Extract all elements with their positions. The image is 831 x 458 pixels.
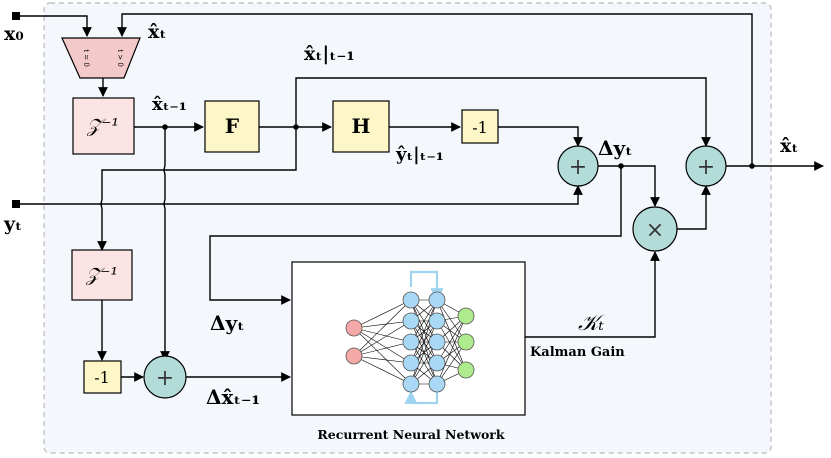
wire-xpred-delay [97,127,297,251]
junctions [162,124,755,169]
rnn-neuron-hidden-a [402,312,420,330]
rnn-edge [353,320,412,329]
label-kalman-gain: Kalman Gain [530,345,625,360]
wire-sum1-mult [598,165,660,207]
wire-xhat-feedback [117,13,753,164]
rnn-edge [353,299,412,357]
sum-node-state-diff-symbol: + [156,366,174,391]
rnn-edge [353,355,412,364]
rnn-neuron-hidden-b [428,312,446,330]
sum-node-state-diff [143,355,187,399]
rnn-edge [410,299,438,364]
delay-block-top-label: 𝒵⁻¹ [86,115,119,137]
neg1-block-top [461,109,499,144]
multiply-node-symbol: × [646,218,664,243]
rnn-edge [436,315,467,364]
label-delta-y-left: Δyₜ [210,311,245,335]
initial-switch: t = 0 t > 0 [61,37,141,79]
label-rnn: Recurrent Neural Network [317,427,504,442]
label-output: x̂ₜ [780,135,798,157]
rnn-neuron-output [457,361,475,379]
wire-xprev-down [160,127,170,361]
label-yhat-pred: ŷₜ|ₜ₋₁ [395,144,444,165]
wire-mult-sum2 [677,185,711,230]
label-delta-xhat: Δx̂ₜ₋₁ [206,385,260,409]
rnn-edge [353,299,412,329]
label-yt: yₜ [3,213,22,235]
rnn-neuron-hidden-a [402,354,420,372]
rnn-recurrent-arrow-top [409,270,444,302]
sum-node-innovation-symbol: + [569,155,587,180]
delay-block-bottom-label: 𝒵⁻¹ [85,264,118,286]
sum-node-output-symbol: + [697,155,715,180]
switch-label-tgt0: t > 0 [116,49,124,67]
rnn-neuron-input [345,319,363,337]
rnn-neuron-hidden-a [402,375,420,393]
label-gain-symbol: 𝒦ₜ [578,311,605,336]
F-block-label: F [225,114,239,138]
label-delta-y-top: Δyₜ [598,136,633,160]
wire-x0 [16,15,92,37]
multiply-node [632,206,678,252]
delay-block-bottom [71,249,133,301]
label-xhat-pred: x̂ₜ|ₜ₋₁ [304,43,355,65]
label-xhat-feedback: x̂ₜ [148,21,166,43]
neg1-block-bottom [83,360,122,394]
rnn-neuron-hidden-b [428,375,446,393]
neg1-block-bottom-label: -1 [94,368,110,387]
rnn-edge [353,327,412,364]
rnn-edge [436,315,467,385]
rnn-recurrent-arrow-bottom [404,384,439,405]
rnn-edge [353,355,412,385]
label-x0: x₀ [4,23,24,45]
rnn-edge [410,320,438,385]
rnn-neurons [345,291,475,393]
label-xhat-prev: x̂ₜ₋₁ [152,94,187,115]
wire-xpred [295,77,711,147]
rnn-edge [353,327,412,343]
rnn-neuron-hidden-b [428,333,446,351]
wire-neg1-sum1 [498,126,583,147]
H-block-label: H [352,114,371,138]
rnn-edge [436,299,467,343]
switch-label-t0: t = 0 [82,49,90,67]
rnn-edge [353,327,412,385]
H-block [332,100,390,153]
rnn-edge [353,320,412,357]
neg1-block-top-label: -1 [472,118,488,137]
rnn-neuron-output [457,333,475,351]
sum-node-output [685,145,727,187]
rnn-edge [436,341,467,385]
rnn-edge [436,320,467,371]
wire-yt [16,185,583,205]
rnn-edge [353,341,412,357]
wire-dy-rnn [209,166,622,305]
F-block [204,100,260,153]
rnn-neuron-input [345,347,363,365]
wire-gain [525,251,660,338]
rnn-neuron-hidden-b [428,291,446,309]
rnn-neuron-hidden-a [402,291,420,309]
sum-node-innovation [557,145,599,187]
rnn-neuron-hidden-a [402,333,420,351]
yt-terminal [12,200,20,208]
rnn-neuron-hidden-b [428,354,446,372]
rnn-neuron-output [457,307,475,325]
rnn-edge [436,299,467,371]
x0-terminal [12,12,20,20]
delay-block-top [72,97,135,155]
